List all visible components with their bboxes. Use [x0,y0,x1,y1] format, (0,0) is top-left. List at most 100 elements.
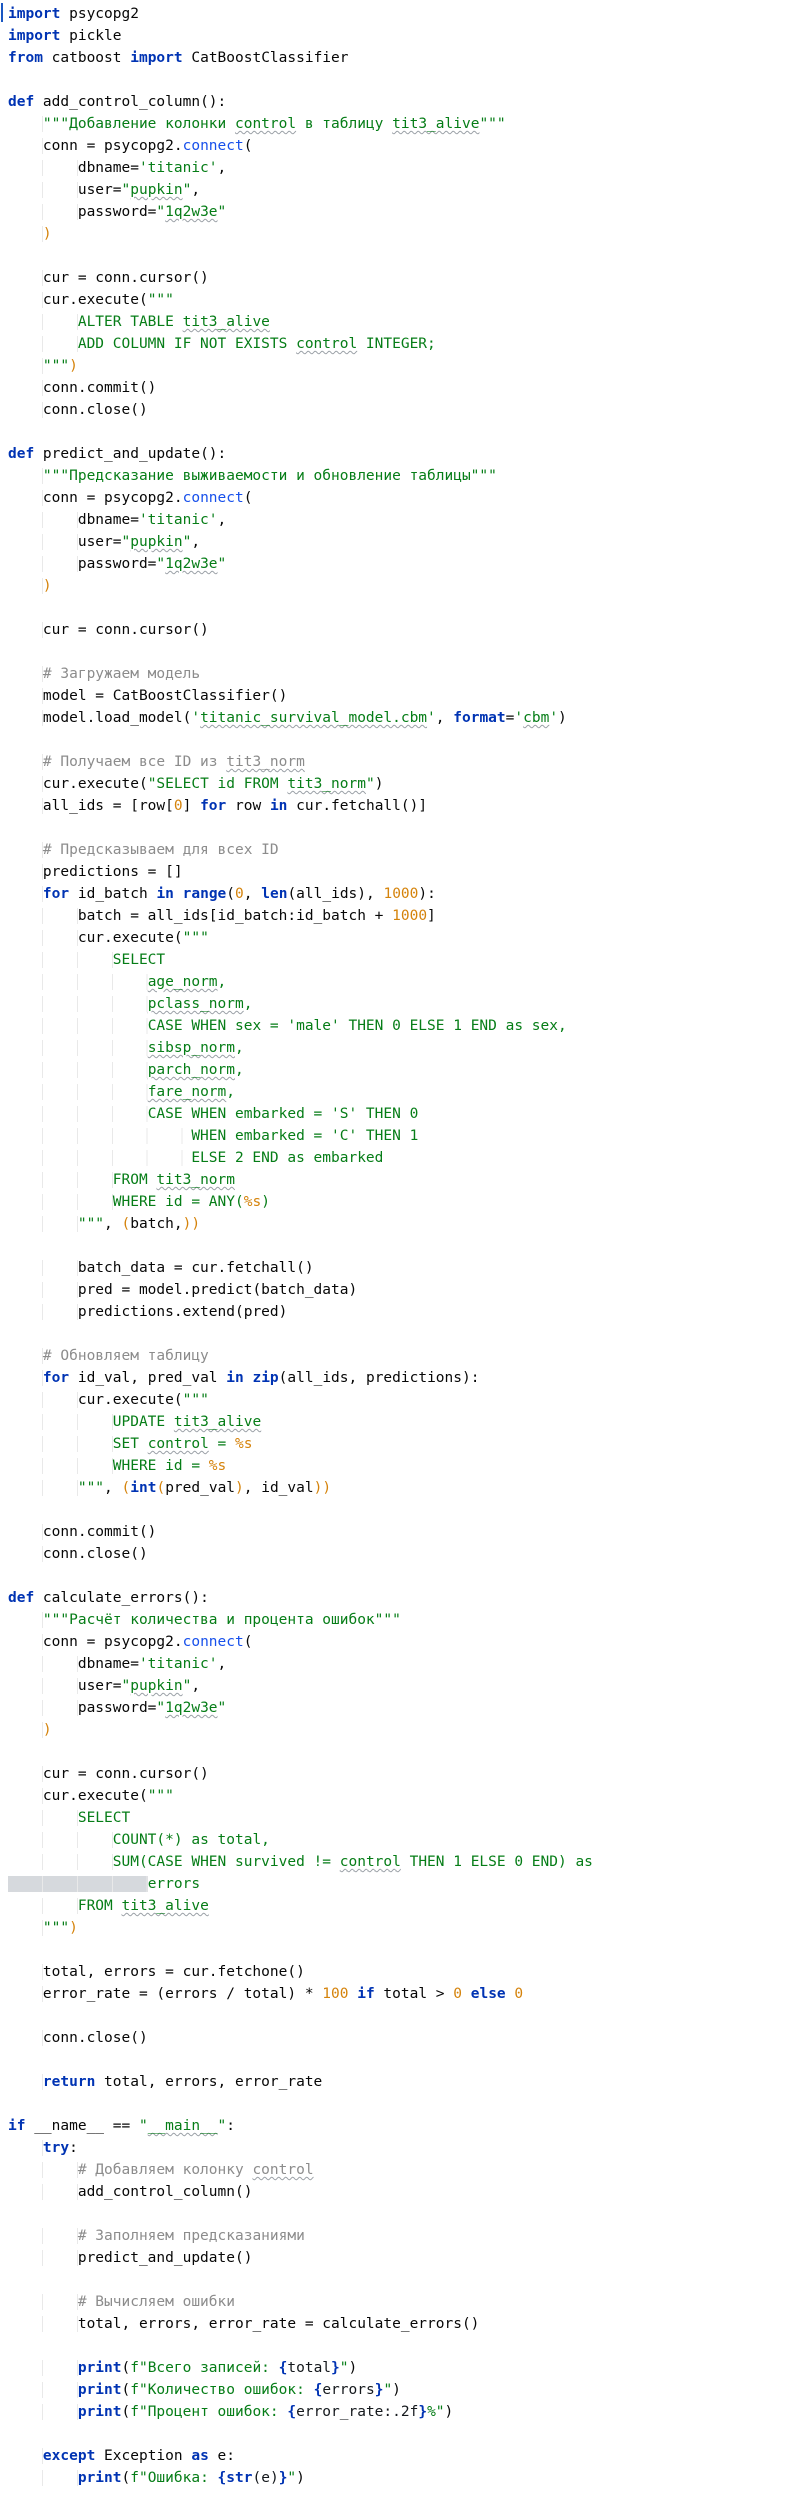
code-line [8,245,790,267]
code-line: FROM tit3_norm [8,1169,790,1191]
code-line: errors [8,1873,790,1895]
code-line: ) [8,1719,790,1741]
code-line: pred = model.predict(batch_data) [8,1279,790,1301]
code-line: conn = psycopg2.connect( [8,1631,790,1653]
code-line [8,817,790,839]
code-line: except Exception as e: [8,2445,790,2467]
code-line: model = CatBoostClassifier() [8,685,790,707]
code-line: """Предсказание выживаемости и обновлени… [8,465,790,487]
code-line: UPDATE tit3_alive [8,1411,790,1433]
code-line: cur.execute("SELECT id FROM tit3_norm") [8,773,790,795]
code-line: for id_batch in range(0, len(all_ids), 1… [8,883,790,905]
code-line: return total, errors, error_rate [8,2071,790,2093]
selection-highlight [8,1876,148,1892]
code-line [8,2203,790,2225]
code-line [8,641,790,663]
code-line: conn.close() [8,2027,790,2049]
code-line: cur.execute(""" [8,289,790,311]
text-caret [1,3,3,22]
code-line: ) [8,223,790,245]
code-line: """) [8,355,790,377]
code-line [8,1565,790,1587]
code-line: ADD COLUMN IF NOT EXISTS control INTEGER… [8,333,790,355]
code-line: batch_data = cur.fetchall() [8,1257,790,1279]
code-line: print(f"Ошибка: {str(e)}") [8,2467,790,2489]
code-line: def calculate_errors(): [8,1590,209,1606]
code-line: password="1q2w3e" [8,1697,790,1719]
code-line [8,421,790,443]
code-line: SELECT [8,949,790,971]
code-line: ALTER TABLE tit3_alive [8,311,790,333]
code-line: add_control_column() [8,2181,790,2203]
code-line: dbname='titanic', [8,509,790,531]
code-line: # Загружаем модель [8,663,790,685]
code-line: password="1q2w3e" [8,553,790,575]
code-line: total, errors = cur.fetchone() [8,1961,790,1983]
code-line: ELSE 2 END as embarked [8,1147,790,1169]
code-line: cur.execute(""" [8,1785,790,1807]
code-line: # Добавляем колонку control [8,2159,790,2181]
code-line [8,1323,790,1345]
code-line: WHEN embarked = 'C' THEN 1 [8,1125,790,1147]
code-line: cur = conn.cursor() [8,267,790,289]
code-line: cur.execute(""" [8,927,790,949]
code-line: SET control = %s [8,1433,790,1455]
code-line: conn.commit() [8,1521,790,1543]
code-line: conn = psycopg2.connect( [8,135,790,157]
code-line: predictions = [] [8,861,790,883]
code-line [8,2049,790,2071]
code-line: dbname='titanic', [8,157,790,179]
code-line: predict_and_update() [8,2247,790,2269]
code-line: CASE WHEN embarked = 'S' THEN 0 [8,1103,790,1125]
code-line: dbname='titanic', [8,1653,790,1675]
code-line: print(f"Всего записей: {total}") [8,2357,790,2379]
code-area[interactable]: import psycopg2 import pickle from catboos… [8,3,790,2489]
code-line [8,69,790,91]
code-line [8,1741,790,1763]
code-line: parch_norm, [8,1059,790,1081]
code-line: conn = psycopg2.connect( [8,487,790,509]
code-line: # Обновляем таблицу [8,1345,790,1367]
code-line: COUNT(*) as total, [8,1829,790,1851]
code-line [8,2093,790,2115]
code-line: ) [8,575,790,597]
code-line: # Вычисляем ошибки [8,2291,790,2313]
code-line [8,2423,790,2445]
code-line [8,1499,790,1521]
code-line: WHERE id = %s [8,1455,790,1477]
code-line: sibsp_norm, [8,1037,790,1059]
code-line: def predict_and_update(): [8,446,227,462]
code-line: SELECT [8,1807,790,1829]
code-line: fare_norm, [8,1081,790,1103]
code-line: WHERE id = ANY(%s) [8,1191,790,1213]
code-line: total, errors, error_rate = calculate_er… [8,2313,790,2335]
code-line [8,1939,790,1961]
code-line [8,2005,790,2027]
code-line: conn.close() [8,399,790,421]
code-line [8,2335,790,2357]
code-line: print(f"Процент ошибок: {error_rate:.2f}… [8,2401,790,2423]
code-line: user="pupkin", [8,179,790,201]
code-line: age_norm, [8,971,790,993]
code-line [8,597,790,619]
code-line: def add_control_column(): [8,94,227,110]
code-line: user="pupkin", [8,1675,790,1697]
code-line: """) [8,1917,790,1939]
code-line: """Расчёт количества и процента ошибок""… [8,1609,790,1631]
code-line: CASE WHEN sex = 'male' THEN 0 ELSE 1 END… [8,1015,790,1037]
code-line: cur = conn.cursor() [8,1763,790,1785]
code-line [8,1235,790,1257]
code-line: import pickle [8,28,122,44]
code-line: try: [8,2137,790,2159]
code-line [8,729,790,751]
code-line: FROM tit3_alive [8,1895,790,1917]
code-line: from catboost import CatBoostClassifier [8,50,349,66]
code-line: # Получаем все ID из tit3_norm [8,751,790,773]
code-line: import psycopg2 [8,6,139,22]
code-line: pclass_norm, [8,993,790,1015]
code-line: all_ids = [row[0] for row in cur.fetchal… [8,795,790,817]
code-line: cur.execute(""" [8,1389,790,1411]
code-line [8,2269,790,2291]
code-line: error_rate = (errors / total) * 100 if t… [8,1983,790,2005]
